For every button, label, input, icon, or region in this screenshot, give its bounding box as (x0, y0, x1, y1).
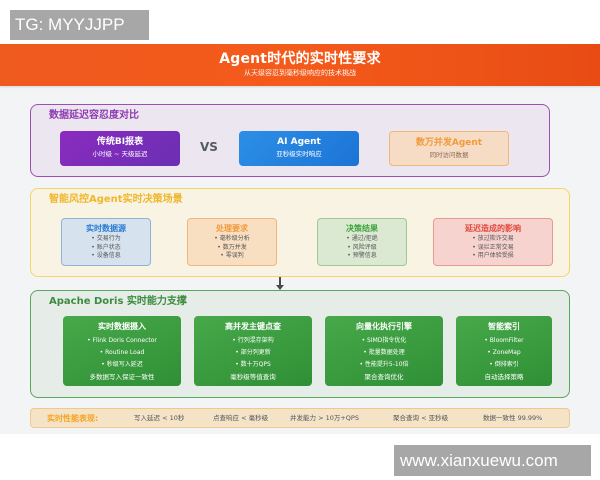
watermark-site: www.xianxuewu.com (394, 445, 591, 476)
box-title: 向量化执行引擎 (356, 322, 412, 331)
performance-metrics-bar: 实时性能表现: 写入延迟 < 10秒 点查响应 < 毫秒级 并发能力 > 10万… (30, 408, 570, 428)
box-footer: 毫秒级等值查询 (230, 373, 276, 381)
list-item: • 数十万QPS (235, 361, 271, 368)
list-item: • SIMD指令优化 (361, 337, 407, 344)
processing-requirements-box: 处理要求 • 毫秒级分析 • 数万并发 • 零误判 (187, 218, 277, 266)
ai-agent-box: AI Agent 亚秒级实时响应 (239, 131, 359, 166)
list-item: • 毫秒级分析 (214, 235, 250, 242)
box-subtitle: 小时级 ~ 天级延迟 (92, 150, 148, 158)
metric-write-latency: 写入延迟 < 10秒 (134, 414, 185, 422)
list-item: • 设备信息 (91, 252, 121, 259)
list-item: • BloomFilter (484, 337, 524, 344)
list-item: • 秒级写入延迟 (101, 361, 143, 368)
list-item: • 预警信息 (347, 252, 377, 259)
list-item: • 交易行为 (91, 235, 121, 242)
metrics-label: 实时性能表现: (47, 414, 99, 423)
concurrent-agent-box: 数万并发Agent 同时访问数据 (389, 131, 509, 166)
list-item: • 账户状态 (91, 243, 121, 251)
risk-scenario-section: 智能风控Agent实时决策场景 实时数据源 • 交易行为 • 账户状态 • 设备… (30, 188, 570, 277)
diagram-subtitle: 从天级容忍到毫秒级响应的技术挑战 (244, 69, 356, 77)
list-item: • 零误判 (220, 252, 244, 259)
box-title: 数万并发Agent (415, 138, 483, 148)
list-item: • 批量数据处理 (363, 349, 405, 356)
doris-capabilities-section: Apache Doris 实时能力支撑 实时数据摄入 • Flink Doris… (30, 290, 570, 398)
box-footer: 聚合查询优化 (364, 373, 404, 381)
decision-result-box: 决策结果 • 通过/拒绝 • 风险评级 • 预警信息 (317, 218, 407, 266)
diagram-title: Agent时代的实时性要求 (219, 51, 381, 67)
vs-label: VS (200, 140, 218, 154)
box-footer: 自动选择策略 (484, 373, 524, 381)
list-item: • Flink Doris Connector (87, 337, 157, 344)
metric-point-query: 点查响应 < 毫秒级 (213, 414, 269, 422)
box-title: 决策结果 (346, 224, 378, 233)
box-title: 延迟造成的影响 (465, 224, 521, 233)
section-title: Apache Doris 实时能力支撑 (49, 296, 187, 307)
realtime-ingestion-box: 实时数据摄入 • Flink Doris Connector • Routine… (63, 316, 181, 386)
list-item: • 误拦正常交易 (472, 243, 514, 251)
point-query-box: 高并发主键点查 • 行列混存架构 • 部分列更新 • 数十万QPS 毫秒级等值查… (194, 316, 312, 386)
list-item: • 倒排索引 (489, 361, 519, 368)
vectorized-engine-box: 向量化执行引擎 • SIMD指令优化 • 批量数据处理 • 性能提升5-10倍 … (325, 316, 443, 386)
latency-comparison-section: 数据延迟容忍度对比 传统BI报表 小时级 ~ 天级延迟 VS AI Agent … (30, 104, 550, 177)
list-item: • 通过/拒绝 (346, 235, 378, 242)
section-title: 智能风控Agent实时决策场景 (49, 194, 183, 205)
list-item: • ZoneMap (487, 349, 521, 356)
box-title: 智能索引 (488, 322, 520, 331)
box-subtitle: 同时访问数据 (429, 151, 469, 159)
list-item: • 风险评级 (347, 243, 377, 251)
list-item: • 放过欺诈交易 (472, 235, 514, 242)
box-title: 实时数据摄入 (98, 322, 146, 331)
box-title: AI Agent (277, 137, 321, 147)
list-item: • 数万并发 (217, 243, 247, 251)
watermark-tg: TG: MYYJJPP (10, 10, 149, 40)
box-subtitle: 亚秒级实时响应 (276, 150, 322, 158)
list-item: • 用户体验受损 (472, 252, 514, 259)
traditional-bi-box: 传统BI报表 小时级 ~ 天级延迟 (60, 131, 180, 166)
latency-impact-box: 延迟造成的影响 • 放过欺诈交易 • 误拦正常交易 • 用户体验受损 (433, 218, 553, 266)
box-title: 处理要求 (216, 224, 248, 233)
box-title: 传统BI报表 (96, 137, 144, 147)
section-title: 数据延迟容忍度对比 (49, 110, 139, 121)
realtime-data-source-box: 实时数据源 • 交易行为 • 账户状态 • 设备信息 (61, 218, 151, 266)
metric-aggregation: 聚合查询 < 亚秒级 (393, 414, 449, 422)
box-title: 高并发主键点查 (225, 322, 281, 331)
list-item: • 行列混存架构 (232, 337, 274, 344)
list-item: • Routine Load (99, 349, 145, 356)
smart-index-box: 智能索引 • BloomFilter • ZoneMap • 倒排索引 自动选择… (456, 316, 552, 386)
diagram-header: Agent时代的实时性要求 从天级容忍到毫秒级响应的技术挑战 (0, 44, 600, 86)
list-item: • 性能提升5-10倍 (359, 361, 409, 368)
metric-concurrency: 并发能力 > 10万+QPS (290, 414, 359, 422)
box-footer: 多数据写入保证一致性 (89, 373, 155, 381)
diagram-canvas: Agent时代的实时性要求 从天级容忍到毫秒级响应的技术挑战 数据延迟容忍度对比… (0, 44, 600, 434)
down-arrow-icon (276, 277, 284, 290)
metric-consistency: 数据一致性 99.99% (483, 414, 543, 422)
list-item: • 部分列更新 (235, 349, 271, 356)
box-title: 实时数据源 (86, 224, 126, 233)
